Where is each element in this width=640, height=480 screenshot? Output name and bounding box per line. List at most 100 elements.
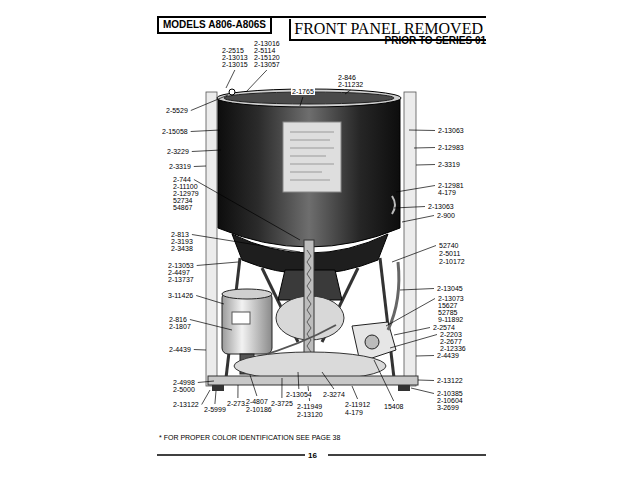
callout-number: 2-2203 [439,331,463,338]
leader-line [281,378,282,398]
callout-number: 2-5114 [253,47,276,54]
leader-line [386,299,435,327]
callout-number: 2-2677 [439,338,463,345]
callout-number: 2-1765 [291,88,315,95]
leader-line [198,381,214,383]
callout-number: 2-13120 [296,411,324,418]
leader-line [298,372,300,389]
leader-line [416,355,434,357]
motor [222,292,272,354]
callout-number: 2-3319 [437,161,461,168]
callout-number: 2-3274 [322,391,346,398]
leader-line [191,95,228,111]
callout-number: 2-1807 [168,323,192,330]
callout-number: 2-15120 [253,54,281,61]
callout-number: 2-13073 [437,295,465,302]
callout-number: 15627 [437,302,458,309]
callout-number: 2-12983 [437,144,465,151]
leader-line [409,130,435,132]
leader-line [345,90,351,94]
leader-line [414,147,435,149]
leader-line [396,186,435,193]
leader-line [392,246,436,263]
callout-number: 4-179 [437,189,457,196]
callout-number: 3-2699 [436,404,460,411]
callout-number: 2-5000 [172,386,196,393]
callout-number: 15408 [383,403,404,410]
callout-number: 2-13057 [253,61,281,68]
callout-number: 52734 [172,197,193,204]
callout-number: 52740 [438,242,459,249]
leader-line [400,289,434,291]
callout-number: 2-4998 [172,379,196,386]
leader-line [246,70,267,92]
leader-line [300,97,303,106]
callout-number: 2-816 [168,316,188,323]
callout-number: 2-10186 [245,406,273,413]
footer-rule [328,454,486,456]
callout-number: 2-13013 [221,54,249,61]
leader-line [237,385,238,398]
leader-line [411,388,434,394]
callout-number: 2-846 [337,74,357,81]
callout-number: 2-744 [172,176,192,183]
leader-line [192,235,300,253]
callout-number: 2-12979 [172,190,200,197]
leader-line [322,372,334,389]
callout-number: 2-13737 [167,276,195,283]
callout-number: 2-3725 [270,400,294,407]
callout-number: 2-4439 [168,346,192,353]
tub [218,98,400,247]
callout-number: 2-813 [170,231,190,238]
leader-line [250,375,257,396]
base-frame [208,376,418,385]
hose [392,196,395,214]
leader-line [394,207,425,209]
leader-line [191,130,220,132]
callout-number: 2-5011 [438,250,461,257]
callout-number: 2-10385 [436,390,464,397]
callout-number: 9-11892 [437,316,464,323]
callout-number: 3-11426 [167,292,194,299]
callout-number: 2-13122 [436,377,464,384]
callout-number: 2-3229 [166,148,190,155]
callout-number: 2-4497 [167,269,191,276]
leader-line [374,360,394,401]
model-title: MODELS A806-A806S [157,16,272,34]
callout-number: 2-13045 [436,285,464,292]
callout-number: 2-10172 [438,258,466,265]
callout-number: 2-5529 [165,107,189,114]
leader-line [197,262,238,266]
callout-number: 2-12981 [437,182,465,189]
leader-line [196,296,224,305]
callout-number: 52785 [437,309,458,316]
callout-number: 2-11100 [172,183,199,190]
callout-number: 2-2574 [432,324,456,331]
callout-number: 2-13016 [253,40,281,47]
callout-number: 2-15058 [161,128,189,135]
callout-number: 2-3438 [170,245,194,252]
leader-line [394,328,430,336]
tub-rim [217,89,401,107]
leader-line [202,390,210,405]
callout-number: 2-11912 [344,401,371,408]
foot [212,385,224,391]
callout-number: 2-13063 [437,127,465,134]
callout-number: 2-3319 [168,163,192,170]
callout-number: 2-13015 [221,61,249,68]
callout-number: 2-13053 [167,262,195,269]
callout-number: 2-13054 [285,391,313,398]
leader-line [418,380,434,382]
footer-rule [157,454,305,456]
page-number: 16 [305,451,320,460]
callout-number: 2-3193 [170,238,194,245]
leader-line [402,216,434,223]
callout-number: 2-2515 [221,47,245,54]
callout-number: 54867 [172,204,193,211]
callout-number: 2-4807 [245,398,269,405]
leader-line [192,150,221,152]
leader-line [194,180,300,241]
callout-number: 2-4439 [436,352,460,359]
leader-line [390,335,437,349]
leader-line [352,386,358,399]
